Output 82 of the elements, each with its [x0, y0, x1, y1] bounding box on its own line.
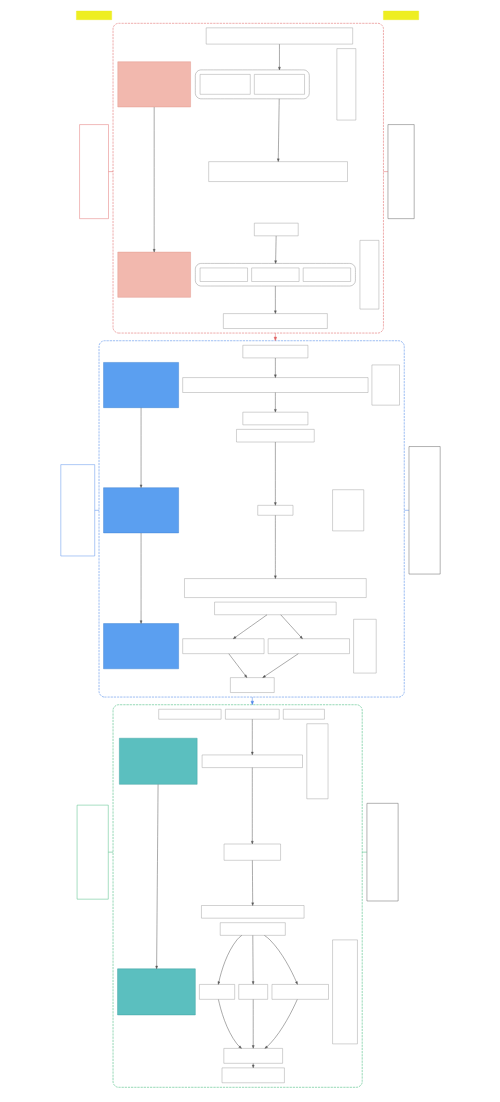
node-box — [102, 487, 179, 534]
node-box — [213, 601, 336, 615]
arrow — [217, 935, 242, 985]
connector — [382, 171, 388, 172]
node-box — [306, 723, 328, 800]
arrow — [273, 357, 277, 378]
node-box — [257, 505, 293, 516]
arrow — [232, 614, 267, 639]
arrow — [139, 407, 142, 488]
node-box — [199, 74, 250, 95]
arrow — [273, 515, 277, 579]
node-box — [302, 267, 351, 282]
node-box — [78, 124, 109, 219]
arrow — [276, 98, 279, 162]
node-box — [201, 754, 303, 768]
arrow — [264, 999, 297, 1049]
arrow — [250, 767, 253, 845]
arrow — [251, 935, 254, 985]
arrow — [251, 1063, 254, 1069]
arrow — [251, 999, 254, 1049]
node-box — [207, 161, 348, 182]
node-box — [336, 48, 356, 121]
arrow — [217, 999, 242, 1049]
node-box — [198, 984, 235, 1000]
arrow — [154, 784, 158, 969]
arrow — [273, 332, 277, 341]
arrow — [273, 392, 277, 413]
node-box — [221, 1067, 285, 1083]
cluster — [112, 704, 362, 1088]
arrow — [262, 653, 299, 678]
cluster — [194, 69, 310, 100]
arrow — [277, 44, 281, 71]
arrow — [273, 285, 277, 314]
arrow — [273, 235, 277, 264]
node-box — [118, 737, 197, 785]
node-box — [116, 968, 196, 1016]
node-box — [371, 364, 400, 406]
node-box — [199, 267, 248, 282]
node-box — [250, 267, 299, 282]
node-box — [238, 984, 268, 1000]
node-box — [76, 804, 108, 900]
node-box — [331, 939, 358, 1045]
node-box — [158, 709, 221, 720]
node-box — [102, 362, 179, 408]
node-box — [200, 905, 304, 919]
cluster — [98, 340, 404, 698]
node-box — [282, 709, 325, 720]
node-box — [331, 489, 364, 532]
node-box — [382, 10, 419, 20]
node-box — [267, 638, 350, 654]
node-box — [352, 619, 376, 674]
node-box — [253, 222, 298, 237]
node-box — [408, 446, 440, 575]
cluster — [194, 263, 356, 287]
node-box — [235, 429, 314, 443]
node-box — [387, 124, 414, 219]
node-box — [366, 803, 398, 902]
node-box — [271, 984, 329, 1000]
node-box — [224, 709, 279, 720]
arrow — [250, 719, 253, 756]
arrow — [280, 614, 303, 639]
arrow — [251, 860, 254, 906]
node-box — [222, 313, 328, 329]
node-box — [181, 377, 368, 393]
arrow — [152, 106, 155, 253]
node-box — [102, 623, 179, 669]
arrow — [263, 935, 298, 985]
node-box — [60, 464, 95, 557]
node-box — [242, 345, 308, 359]
node-box — [253, 74, 305, 95]
arrow — [273, 441, 277, 506]
node-box — [219, 922, 286, 936]
node-box — [359, 240, 379, 310]
arrow — [228, 653, 247, 678]
node-box — [75, 10, 112, 20]
arrow — [139, 532, 142, 624]
node-box — [205, 27, 353, 45]
node-box — [223, 843, 281, 861]
connector — [107, 171, 113, 172]
node-box — [117, 61, 191, 108]
node-box — [183, 578, 366, 598]
arrow — [250, 696, 254, 705]
